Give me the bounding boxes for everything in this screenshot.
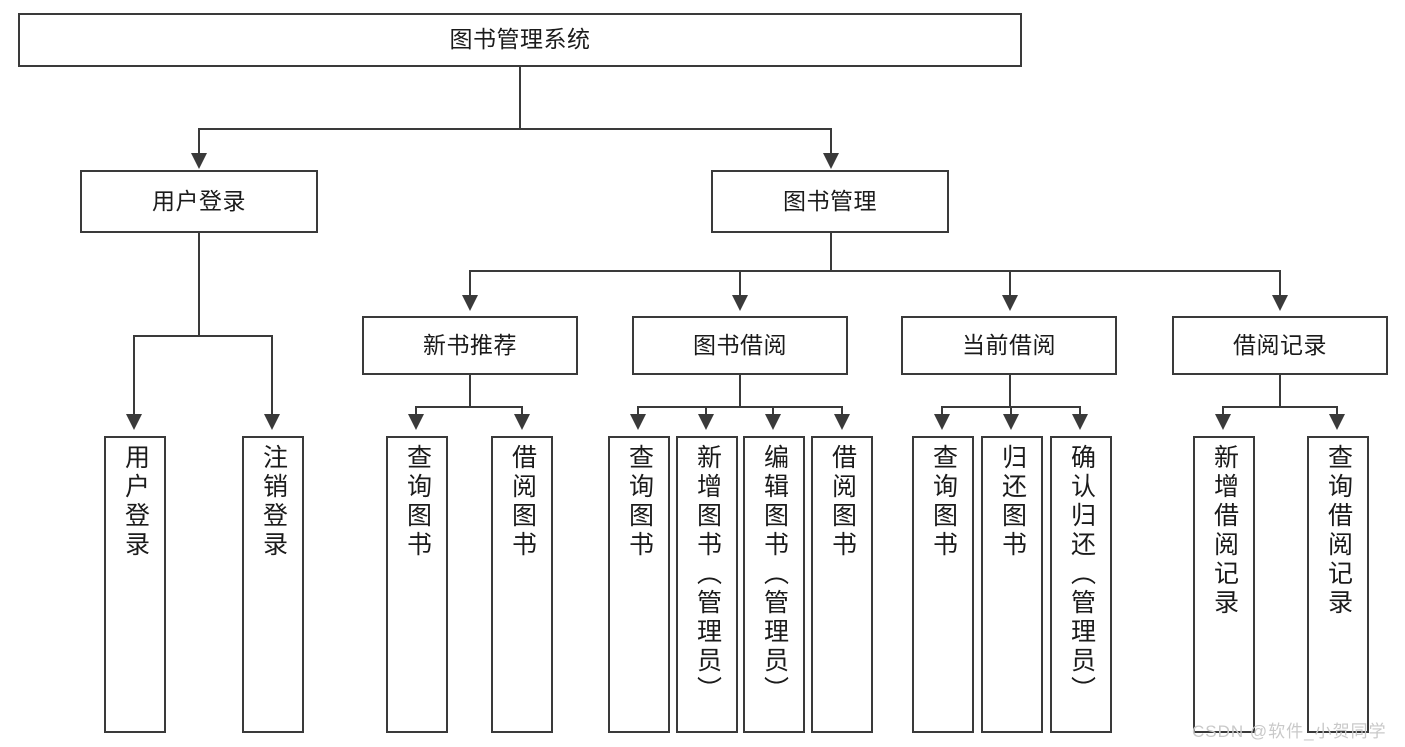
arrow-to-leaf-query-record [1329, 414, 1345, 430]
arrow-to-leaf-query-book-cb [934, 414, 950, 430]
connector-user-login-to-leaf-2 [271, 335, 273, 417]
connector-book-management-stem [830, 233, 832, 271]
leaf-borrow-book-bb[interactable]: 借阅图书 [811, 436, 873, 733]
arrow-to-book-management [823, 153, 839, 169]
node-label: 注销登录 [259, 444, 288, 560]
node-label: 用户登录 [152, 187, 246, 214]
arrow-to-leaf-query-book-nbr [408, 414, 424, 430]
node-label: 当前借阅 [962, 331, 1056, 358]
arrow-to-book-borrow [732, 295, 748, 311]
arrow-to-leaf-user-login [126, 414, 142, 430]
connector-cb-to-leaf-3 [1079, 406, 1081, 417]
node-label: 查询图书 [403, 444, 432, 560]
node-label: 查询图书 [625, 444, 654, 560]
leaf-add-borrow-record[interactable]: 新增借阅记录 [1193, 436, 1255, 733]
arrow-to-leaf-query-book-bb [630, 414, 646, 430]
connector-nbr-stem [469, 375, 471, 408]
connector-bm-to-borrow-record [1279, 270, 1281, 297]
node-label: 图书管理 [783, 187, 877, 214]
connector-cb-to-leaf-2 [1010, 406, 1012, 417]
connector-user-login-bus [133, 335, 272, 337]
node-label: 查询图书 [929, 444, 958, 560]
leaf-add-book-admin[interactable]: 新增图书（管理员） [676, 436, 738, 733]
connector-nbr-bus [415, 406, 522, 408]
leaf-query-book-current[interactable]: 查询图书 [912, 436, 974, 733]
leaf-borrow-book-recommend[interactable]: 借阅图书 [491, 436, 553, 733]
arrow-to-leaf-confirm-return [1072, 414, 1088, 430]
arrow-to-leaf-borrow-book-bb [834, 414, 850, 430]
connector-bb-stem [739, 375, 741, 408]
connector-bm-to-book-borrow [739, 270, 741, 297]
node-label: 查询借阅记录 [1324, 444, 1353, 618]
connector-root-bus [198, 128, 831, 130]
node-label: 借阅图书 [508, 444, 537, 560]
leaf-logout[interactable]: 注销登录 [242, 436, 304, 733]
connector-bb-to-leaf-4 [841, 406, 843, 417]
node-label: 归还图书 [998, 444, 1027, 560]
connector-br-to-leaf-1 [1222, 406, 1224, 417]
leaf-edit-book-admin[interactable]: 编辑图书（管理员） [743, 436, 805, 733]
connector-cb-to-leaf-1 [941, 406, 943, 417]
arrow-to-leaf-logout [264, 414, 280, 430]
arrow-to-leaf-return-book [1003, 414, 1019, 430]
arrow-to-leaf-borrow-book-nbr [514, 414, 530, 430]
node-label: 新增借阅记录 [1210, 444, 1239, 618]
connector-bb-to-leaf-1 [637, 406, 639, 417]
leaf-query-book-borrow[interactable]: 查询图书 [608, 436, 670, 733]
node-label: 借阅记录 [1233, 331, 1327, 358]
connector-nbr-to-leaf-2 [521, 406, 523, 417]
connector-user-login-to-leaf-1 [133, 335, 135, 417]
connector-cb-stem [1009, 375, 1011, 408]
csdn-watermark: CSDN @软件_小贺同学 [1192, 722, 1387, 741]
leaf-user-login[interactable]: 用户登录 [104, 436, 166, 733]
node-label: 新增图书（管理员） [693, 444, 722, 705]
connector-bm-to-current-borrow [1009, 270, 1011, 297]
node-book-borrow[interactable]: 图书借阅 [632, 316, 848, 375]
connector-bb-to-leaf-2 [705, 406, 707, 417]
leaf-confirm-return-admin[interactable]: 确认归还（管理员） [1050, 436, 1112, 733]
connector-bb-bus [637, 406, 842, 408]
connector-user-login-stem [198, 233, 200, 336]
leaf-return-book[interactable]: 归还图书 [981, 436, 1043, 733]
node-root-book-management-system[interactable]: 图书管理系统 [18, 13, 1022, 67]
connector-book-management-bus [469, 270, 1280, 272]
node-current-borrow[interactable]: 当前借阅 [901, 316, 1117, 375]
connector-root-to-user-login [198, 128, 200, 156]
node-borrow-record[interactable]: 借阅记录 [1172, 316, 1388, 375]
node-label: 编辑图书（管理员） [760, 444, 789, 705]
leaf-query-book-recommend[interactable]: 查询图书 [386, 436, 448, 733]
node-label: 确认归还（管理员） [1067, 444, 1096, 705]
connector-nbr-to-leaf-1 [415, 406, 417, 417]
arrow-to-leaf-edit-book [765, 414, 781, 430]
node-label: 用户登录 [121, 444, 150, 560]
node-label: 借阅图书 [828, 444, 857, 560]
arrow-to-leaf-add-record [1215, 414, 1231, 430]
arrow-to-user-login [191, 153, 207, 169]
connector-bb-to-leaf-3 [772, 406, 774, 417]
node-new-book-recommend[interactable]: 新书推荐 [362, 316, 578, 375]
node-label: 新书推荐 [423, 331, 517, 358]
node-user-login[interactable]: 用户登录 [80, 170, 318, 233]
connector-bm-to-new-book [469, 270, 471, 297]
node-label: 图书管理系统 [449, 26, 591, 53]
arrow-to-borrow-record [1272, 295, 1288, 311]
leaf-query-borrow-record[interactable]: 查询借阅记录 [1307, 436, 1369, 733]
node-book-management[interactable]: 图书管理 [711, 170, 949, 233]
arrow-to-new-book-recommend [462, 295, 478, 311]
connector-br-bus [1222, 406, 1337, 408]
connector-root-to-book-management [830, 128, 832, 156]
connector-br-stem [1279, 375, 1281, 408]
arrow-to-current-borrow [1002, 295, 1018, 311]
arrow-to-leaf-add-book [698, 414, 714, 430]
node-label: 图书借阅 [693, 331, 787, 358]
connector-root-stem [519, 67, 521, 129]
connector-br-to-leaf-2 [1336, 406, 1338, 417]
